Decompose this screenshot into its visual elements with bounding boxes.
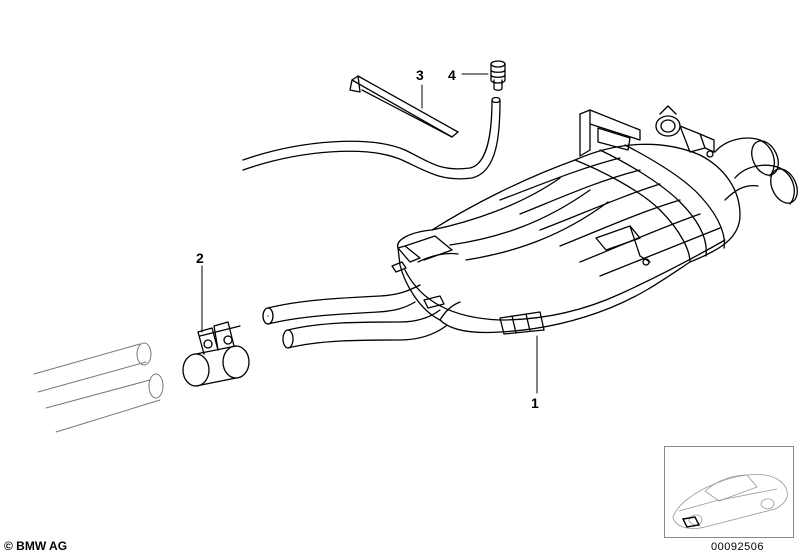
plug-part-4 [490, 60, 506, 91]
vehicle-thumbnail [664, 446, 794, 538]
document-number: 00092506 [711, 541, 764, 553]
clamp-part-2 [182, 321, 250, 387]
callout-1: 1 [531, 395, 539, 411]
callout-4: 4 [448, 67, 456, 83]
copyright-label: © BMW AG [4, 539, 68, 553]
callout-3: 3 [416, 67, 424, 83]
rear-silencer-part-1 [262, 105, 798, 349]
callout-2: 2 [196, 250, 204, 266]
front-pipe-ends [33, 342, 164, 433]
leader-lines [201, 73, 538, 394]
cable-tie-part-3 [349, 75, 459, 138]
car-outline-icon [672, 474, 788, 529]
hose-part-3 [242, 96, 501, 180]
